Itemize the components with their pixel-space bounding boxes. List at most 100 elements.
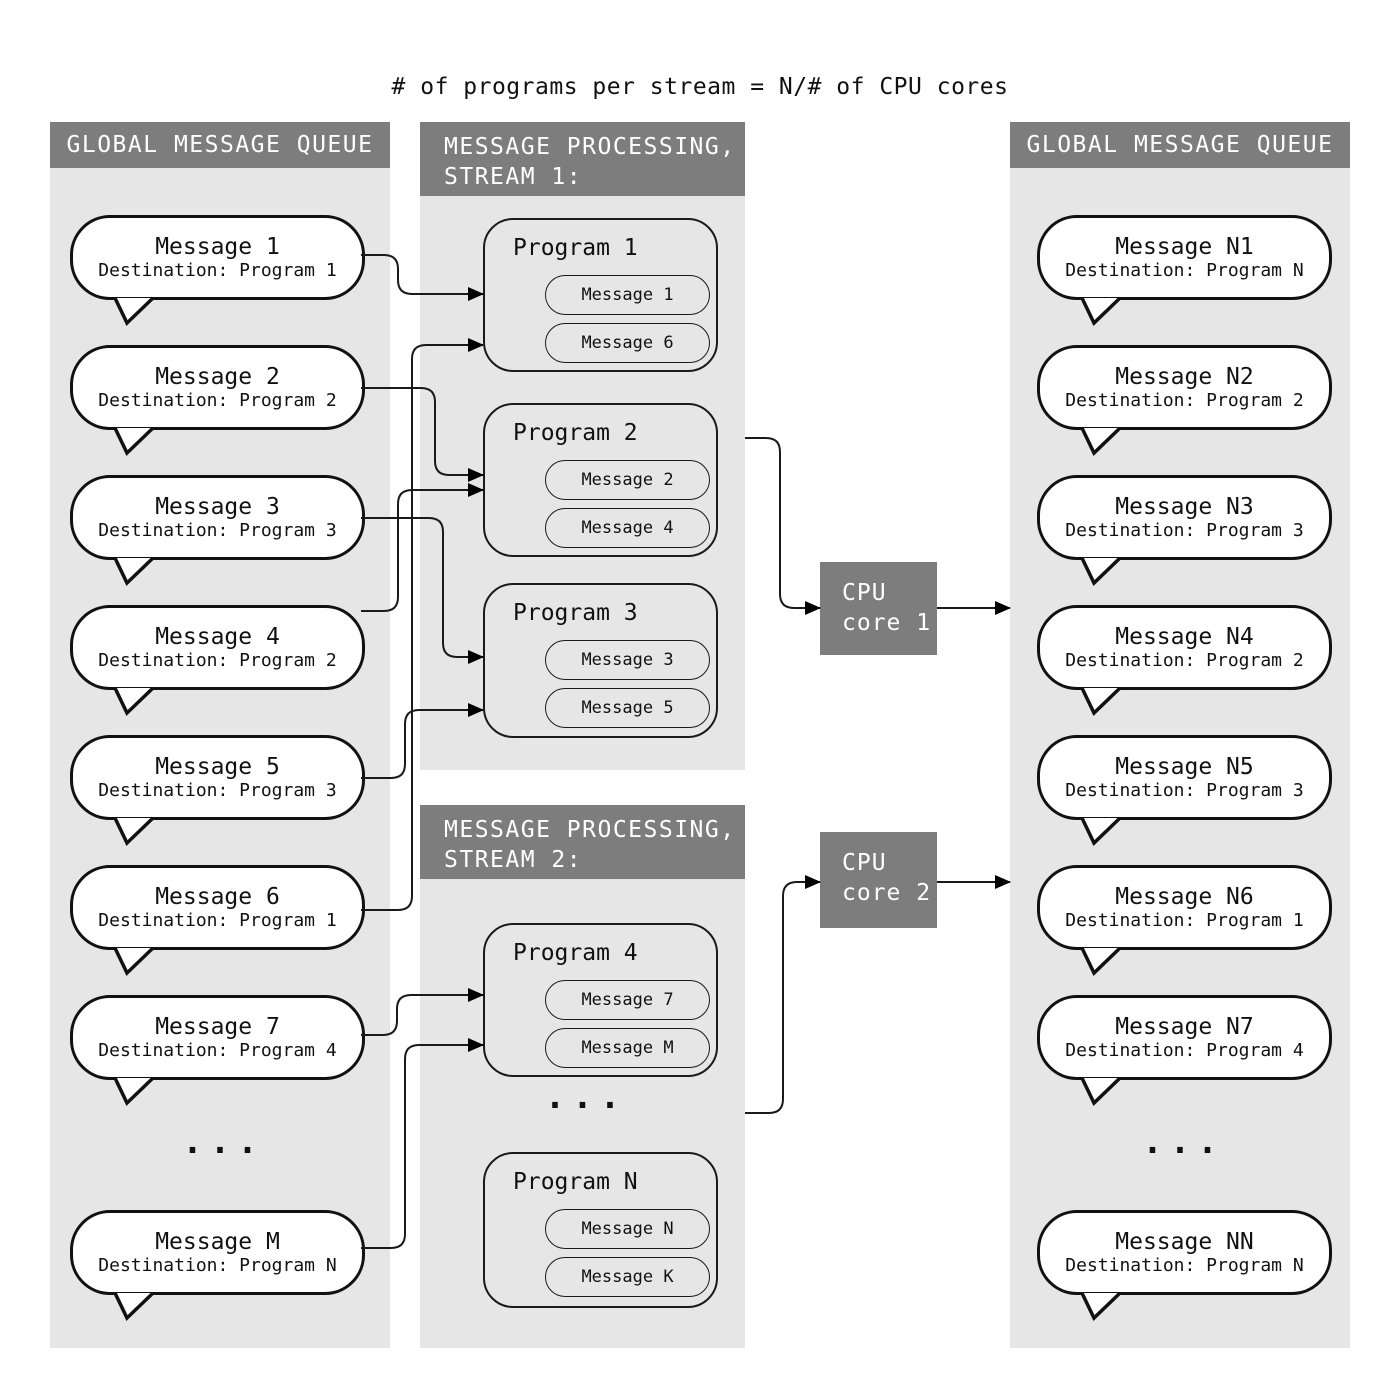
bubble-tail (1080, 1076, 1122, 1106)
message-destination: Destination: Program 2 (1065, 390, 1304, 411)
program-message-pill: Message 3 (545, 640, 710, 680)
message-destination: Destination: Program N (1065, 1255, 1304, 1276)
bubble-tail (1080, 556, 1122, 586)
bubble-tail (113, 296, 155, 326)
bubble-tail (113, 1291, 155, 1321)
program-message-pill: Message 7 (545, 980, 710, 1020)
message-destination: Destination: Program N (1065, 260, 1304, 281)
message-title: Message NN (1115, 1229, 1254, 1255)
stream-1-header: MESSAGE PROCESSING, STREAM 1: (420, 122, 745, 196)
message-title: Message N6 (1115, 884, 1254, 910)
cpu-core-1-box: CPU core 1 (820, 562, 937, 655)
message-destination: Destination: Program 2 (98, 390, 337, 411)
diagram-title: # of programs per stream = N/# of CPU co… (391, 74, 1009, 100)
message-title: Message 5 (155, 754, 280, 780)
program-box: Program 4 Message 7 Message M (483, 923, 718, 1077)
connector-arrow (745, 437, 821, 615)
message-destination: Destination: Program 1 (98, 910, 337, 931)
bubble-tail (113, 426, 155, 456)
message-title: Message 1 (155, 234, 280, 260)
program-message-pill: Message N (545, 1209, 710, 1249)
bubble-tail (1080, 686, 1122, 716)
stream-header-line: MESSAGE PROCESSING, (444, 817, 736, 843)
program-title: Program 3 (513, 600, 638, 626)
stream-header-line: STREAM 1: (444, 164, 583, 190)
cpu-core-label: CPU (842, 580, 887, 606)
message-title: Message 6 (155, 884, 280, 910)
program-title: Program 4 (513, 940, 638, 966)
stream-header-line: MESSAGE PROCESSING, (444, 134, 736, 160)
bubble-tail (1080, 816, 1122, 846)
bubble-tail (1080, 1291, 1122, 1321)
bubble-tail (113, 816, 155, 846)
message-title: Message 3 (155, 494, 280, 520)
program-box: Program 3 Message 3 Message 5 (483, 583, 718, 738)
bubble-tail (1080, 296, 1122, 326)
program-message-pill: Message K (545, 1257, 710, 1297)
program-title: Program N (513, 1169, 638, 1195)
program-message-pill: Message 5 (545, 688, 710, 728)
connector-arrow (745, 875, 821, 1114)
ellipsis: ... (182, 1122, 265, 1162)
message-destination: Destination: Program N (98, 1255, 337, 1276)
message-destination: Destination: Program 4 (1065, 1040, 1304, 1061)
right-queue-header: GLOBAL MESSAGE QUEUE (1010, 122, 1350, 168)
message-destination: Destination: Program 4 (98, 1040, 337, 1061)
message-title: Message N3 (1115, 494, 1254, 520)
message-title: Message N7 (1115, 1014, 1254, 1040)
message-destination: Destination: Program 3 (98, 520, 337, 541)
message-destination: Destination: Program 3 (1065, 520, 1304, 541)
message-title: Message N2 (1115, 364, 1254, 390)
program-box: Program 1 Message 1 Message 6 (483, 218, 718, 372)
message-destination: Destination: Program 2 (98, 650, 337, 671)
message-destination: Destination: Program 2 (1065, 650, 1304, 671)
bubble-tail (113, 686, 155, 716)
program-message-pill: Message 4 (545, 508, 710, 548)
message-title: Message 4 (155, 624, 280, 650)
message-title: Message 7 (155, 1014, 280, 1040)
message-destination: Destination: Program 3 (1065, 780, 1304, 801)
program-title: Program 1 (513, 235, 638, 261)
ellipsis: ... (1142, 1122, 1225, 1162)
cpu-core-label: core 1 (842, 610, 932, 636)
message-title: Message 2 (155, 364, 280, 390)
program-message-pill: Message 1 (545, 275, 710, 315)
bubble-tail (113, 946, 155, 976)
program-title: Program 2 (513, 420, 638, 446)
message-destination: Destination: Program 3 (98, 780, 337, 801)
message-destination: Destination: Program 1 (98, 260, 337, 281)
left-queue-header: GLOBAL MESSAGE QUEUE (50, 122, 390, 168)
bubble-tail (113, 1076, 155, 1106)
message-title: Message M (155, 1229, 280, 1255)
program-box: Program N Message N Message K (483, 1152, 718, 1308)
ellipsis: ... (544, 1077, 628, 1117)
program-message-pill: Message 6 (545, 323, 710, 363)
message-title: Message N1 (1115, 234, 1254, 260)
program-message-pill: Message M (545, 1028, 710, 1068)
